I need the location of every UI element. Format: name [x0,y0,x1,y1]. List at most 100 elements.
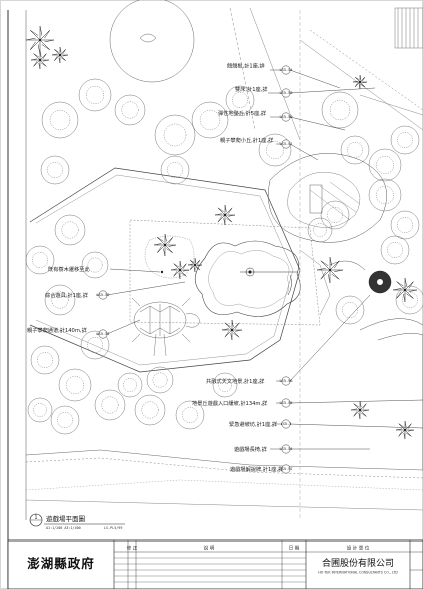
tree-canopy [25,245,55,275]
tree-canopy [335,295,365,325]
tree-canopy [40,155,70,185]
palm-tree [350,400,370,420]
callout-tag-bubble [281,65,291,75]
palm-tree [30,50,50,70]
col-revision-header: 修 正 [127,545,138,552]
section-scale: A1:1/200 A3:1/400 [46,526,81,530]
callout-tag-bubble [98,290,108,300]
firm-name-english: HO-TEK INTERNATIONAL CONSULTANTS CO., LT… [318,571,398,575]
tree-canopy-inner [32,252,48,268]
tree-canopy-inner [163,123,187,147]
callout-tag-bubble [281,376,291,386]
tree-canopy-inner [123,378,137,392]
callout-label: 綜合遊具,計1座,詳 [45,291,88,299]
tree-canopy-inner [182,407,198,423]
tree-canopy-inner [61,221,79,239]
tree-canopy [114,94,146,126]
tree-canopy [41,101,79,139]
palm-tree [170,260,190,280]
tree-canopy-inner [342,302,358,318]
callout-tag: LS5-54 [280,68,293,72]
palm-tree [214,204,236,226]
palm-tree [221,319,243,341]
callout-label: 遊戲場解說牌,計1座,詳 [230,465,283,473]
palm-tree [395,420,415,440]
tree-canopy-inner [85,85,105,105]
firm-name: 合圃股份有限公司 [322,557,394,569]
callout-seesaw: 翹翹板,計1座,詳 LS5-54 [227,62,341,89]
callout-label: 彈性地墊丘,計5座,詳 [218,109,266,117]
tree-canopy-inner [402,292,418,308]
tree-canopy-inner [167,162,183,178]
callout-bench: 遊戲場長椅,詳 LS5-54 [234,444,370,454]
tree-canopy [390,125,420,155]
section-title: 遊戲場平面圖 [46,514,85,523]
tree-canopy [154,114,196,156]
tree-canopy [307,217,333,243]
tree-canopy-inner [87,337,103,353]
callout-tag: LS5-52 [97,332,110,336]
tree-canopy [395,285,423,315]
tree-canopy [368,178,402,212]
callout-entrance-slope: 地景丘遊戲入口緩坡,計134m,詳 LS5-55 [192,398,423,408]
callout-tag: LS5-52 [97,293,110,297]
tree-canopy-inner [329,99,351,121]
tree-canopy-inner [265,140,285,160]
tree-canopy-inner [375,185,395,205]
tree-canopy [50,405,80,435]
callout-elastic-mound: 彈性地墊丘,計5座,詳 LS5-50 [218,109,346,131]
callout-label: 遊戲場長椅,詳 [234,445,267,453]
callout-tag: LS5-51 [280,142,293,146]
tree-canopy [78,78,112,112]
palm-tree [352,74,368,90]
callout-tag-bubble [281,419,291,429]
tree-canopy-inner [199,109,221,131]
palm-trees [25,25,418,440]
tree-canopy-inner [397,217,413,233]
callout-astronomy-landscape: 共融式天文地景,計1座,詳 LS5-56 [206,294,371,386]
callout-double-bed: 雙床,計1座,詳 LS5-53 [235,85,376,98]
tree-canopy-inner [232,92,248,108]
design-unit-header: 設 計 單 位 [347,545,370,552]
callout-label: 既有樹木遷移至此 [48,265,90,273]
callout-tag: LS5-50 [280,115,293,119]
tree-canopy-inner [51,291,69,309]
callout-label: 雙床,計1座,詳 [235,85,268,93]
tree-canopy-inner [141,401,159,419]
tree-canopy-inner [37,352,53,368]
palm-tree [187,257,203,273]
tree-canopy [80,330,110,360]
tree-canopy [54,214,86,246]
tree-canopy [340,135,370,165]
tree-canopy-inner [57,412,73,428]
callout-label: 共融式天文地景,計1座,詳 [206,377,264,385]
tree-canopy [390,210,420,240]
title-block: 澎湖縣政府 修 正 說 明 日 期 設 計 單 位 合圃股份有限公司 HO-TE… [7,539,423,589]
tree-canopy [27,397,53,423]
palm-tree [51,46,69,64]
callout-tag-bubble [281,139,291,149]
palm-tree [153,233,177,257]
client-name: 澎湖縣政府 [27,556,95,571]
callout-tag: LS5-55 [280,401,293,405]
callout-label: 親子攀爬通道,計140m,詳 [27,326,87,334]
tree-canopy [81,251,109,279]
tree-canopy [191,101,229,139]
callout-climbing-hill: 親子攀爬小丘,計1座,詳 LS5-51 [220,136,319,161]
tree-canopy [175,400,205,430]
callout-tag: LS5-53 [280,91,293,95]
tree-canopy-inner [87,257,103,273]
tree-canopy [117,372,143,398]
tree-canopy [380,235,410,265]
tree-canopy-inner [101,396,119,414]
callout-relocated-tree: 既有樹木遷移至此 [48,265,164,274]
callout-tag-bubble [281,112,291,122]
tree-canopy-inner [397,132,413,148]
tree-canopy-inner [121,101,139,119]
tree-canopy [94,389,126,421]
building-strips [394,7,423,49]
callout-tag-bubble [281,464,291,474]
callout-label: 親子攀爬小丘,計1座,詳 [220,136,273,144]
tree-canopy-inner [387,242,403,258]
